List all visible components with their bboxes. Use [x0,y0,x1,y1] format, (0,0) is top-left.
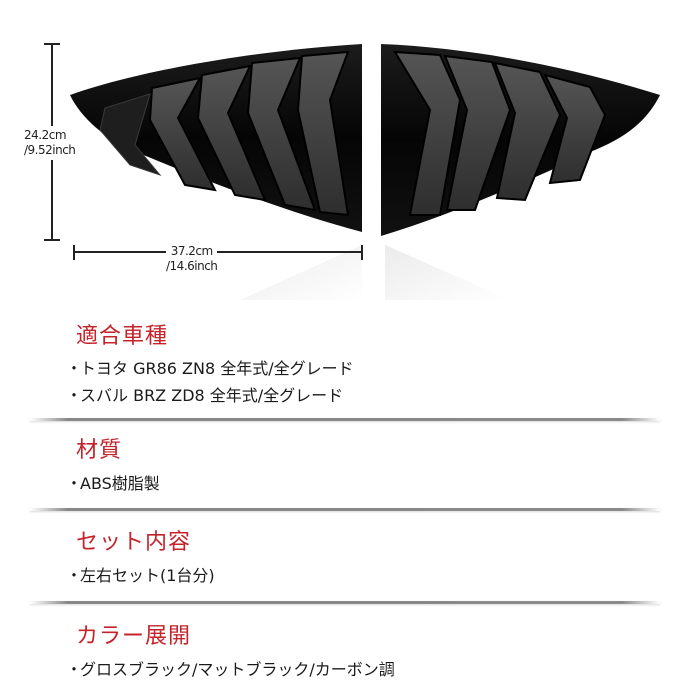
list-item-text: トヨタ GR86 ZN8 全年式/全グレード [80,359,354,378]
louver-pair-graphic [44,43,660,300]
left-louver [70,44,362,232]
bullet-dot: ・ [66,386,83,405]
list-item: ・グロスブラック/マットブラック/カーボン調 [66,656,395,680]
list-item-text: ABS樹脂製 [80,474,160,493]
bullet-dot: ・ [66,474,83,493]
list-item: ・左右セット(1台分) [66,562,215,586]
width-cm: 37.2cm [166,244,218,259]
width-dimension-line [73,245,363,260]
list-item-text: グロスブラック/マットブラック/カーボン調 [80,660,395,679]
bullet-dot: ・ [66,660,83,679]
bullet-dot: ・ [66,359,83,378]
section-divider [30,418,660,421]
list-item-text: スバル BRZ ZD8 全年式/全グレード [80,386,344,405]
section-heading-material: 材質 [76,438,123,463]
section-divider [30,508,660,511]
list-item: ・スバル BRZ ZD8 全年式/全グレード [66,382,343,406]
list-item: ・トヨタ GR86 ZN8 全年式/全グレード [66,355,354,379]
height-cm: 24.2cm [24,128,67,142]
bullet-dot: ・ [66,566,83,585]
section-heading-set-contents: セット内容 [76,530,192,555]
list-item: ・ABS樹脂製 [66,470,160,494]
width-dimension-label: 37.2cm /14.6inch [166,244,218,274]
right-louver [381,44,660,236]
section-heading-color-options: カラー展開 [76,624,192,649]
height-dimension-label: 24.2cm /9.52inch [24,126,76,160]
height-inch: /9.52inch [24,143,76,157]
product-image: 24.2cm /9.52inch 37.2cm /14.6inch [0,0,700,300]
width-inch: /14.6inch [166,259,218,273]
list-item-text: 左右セット(1台分) [80,566,215,585]
section-heading-compatible-vehicles: 適合車種 [76,324,169,349]
section-divider [30,601,660,604]
